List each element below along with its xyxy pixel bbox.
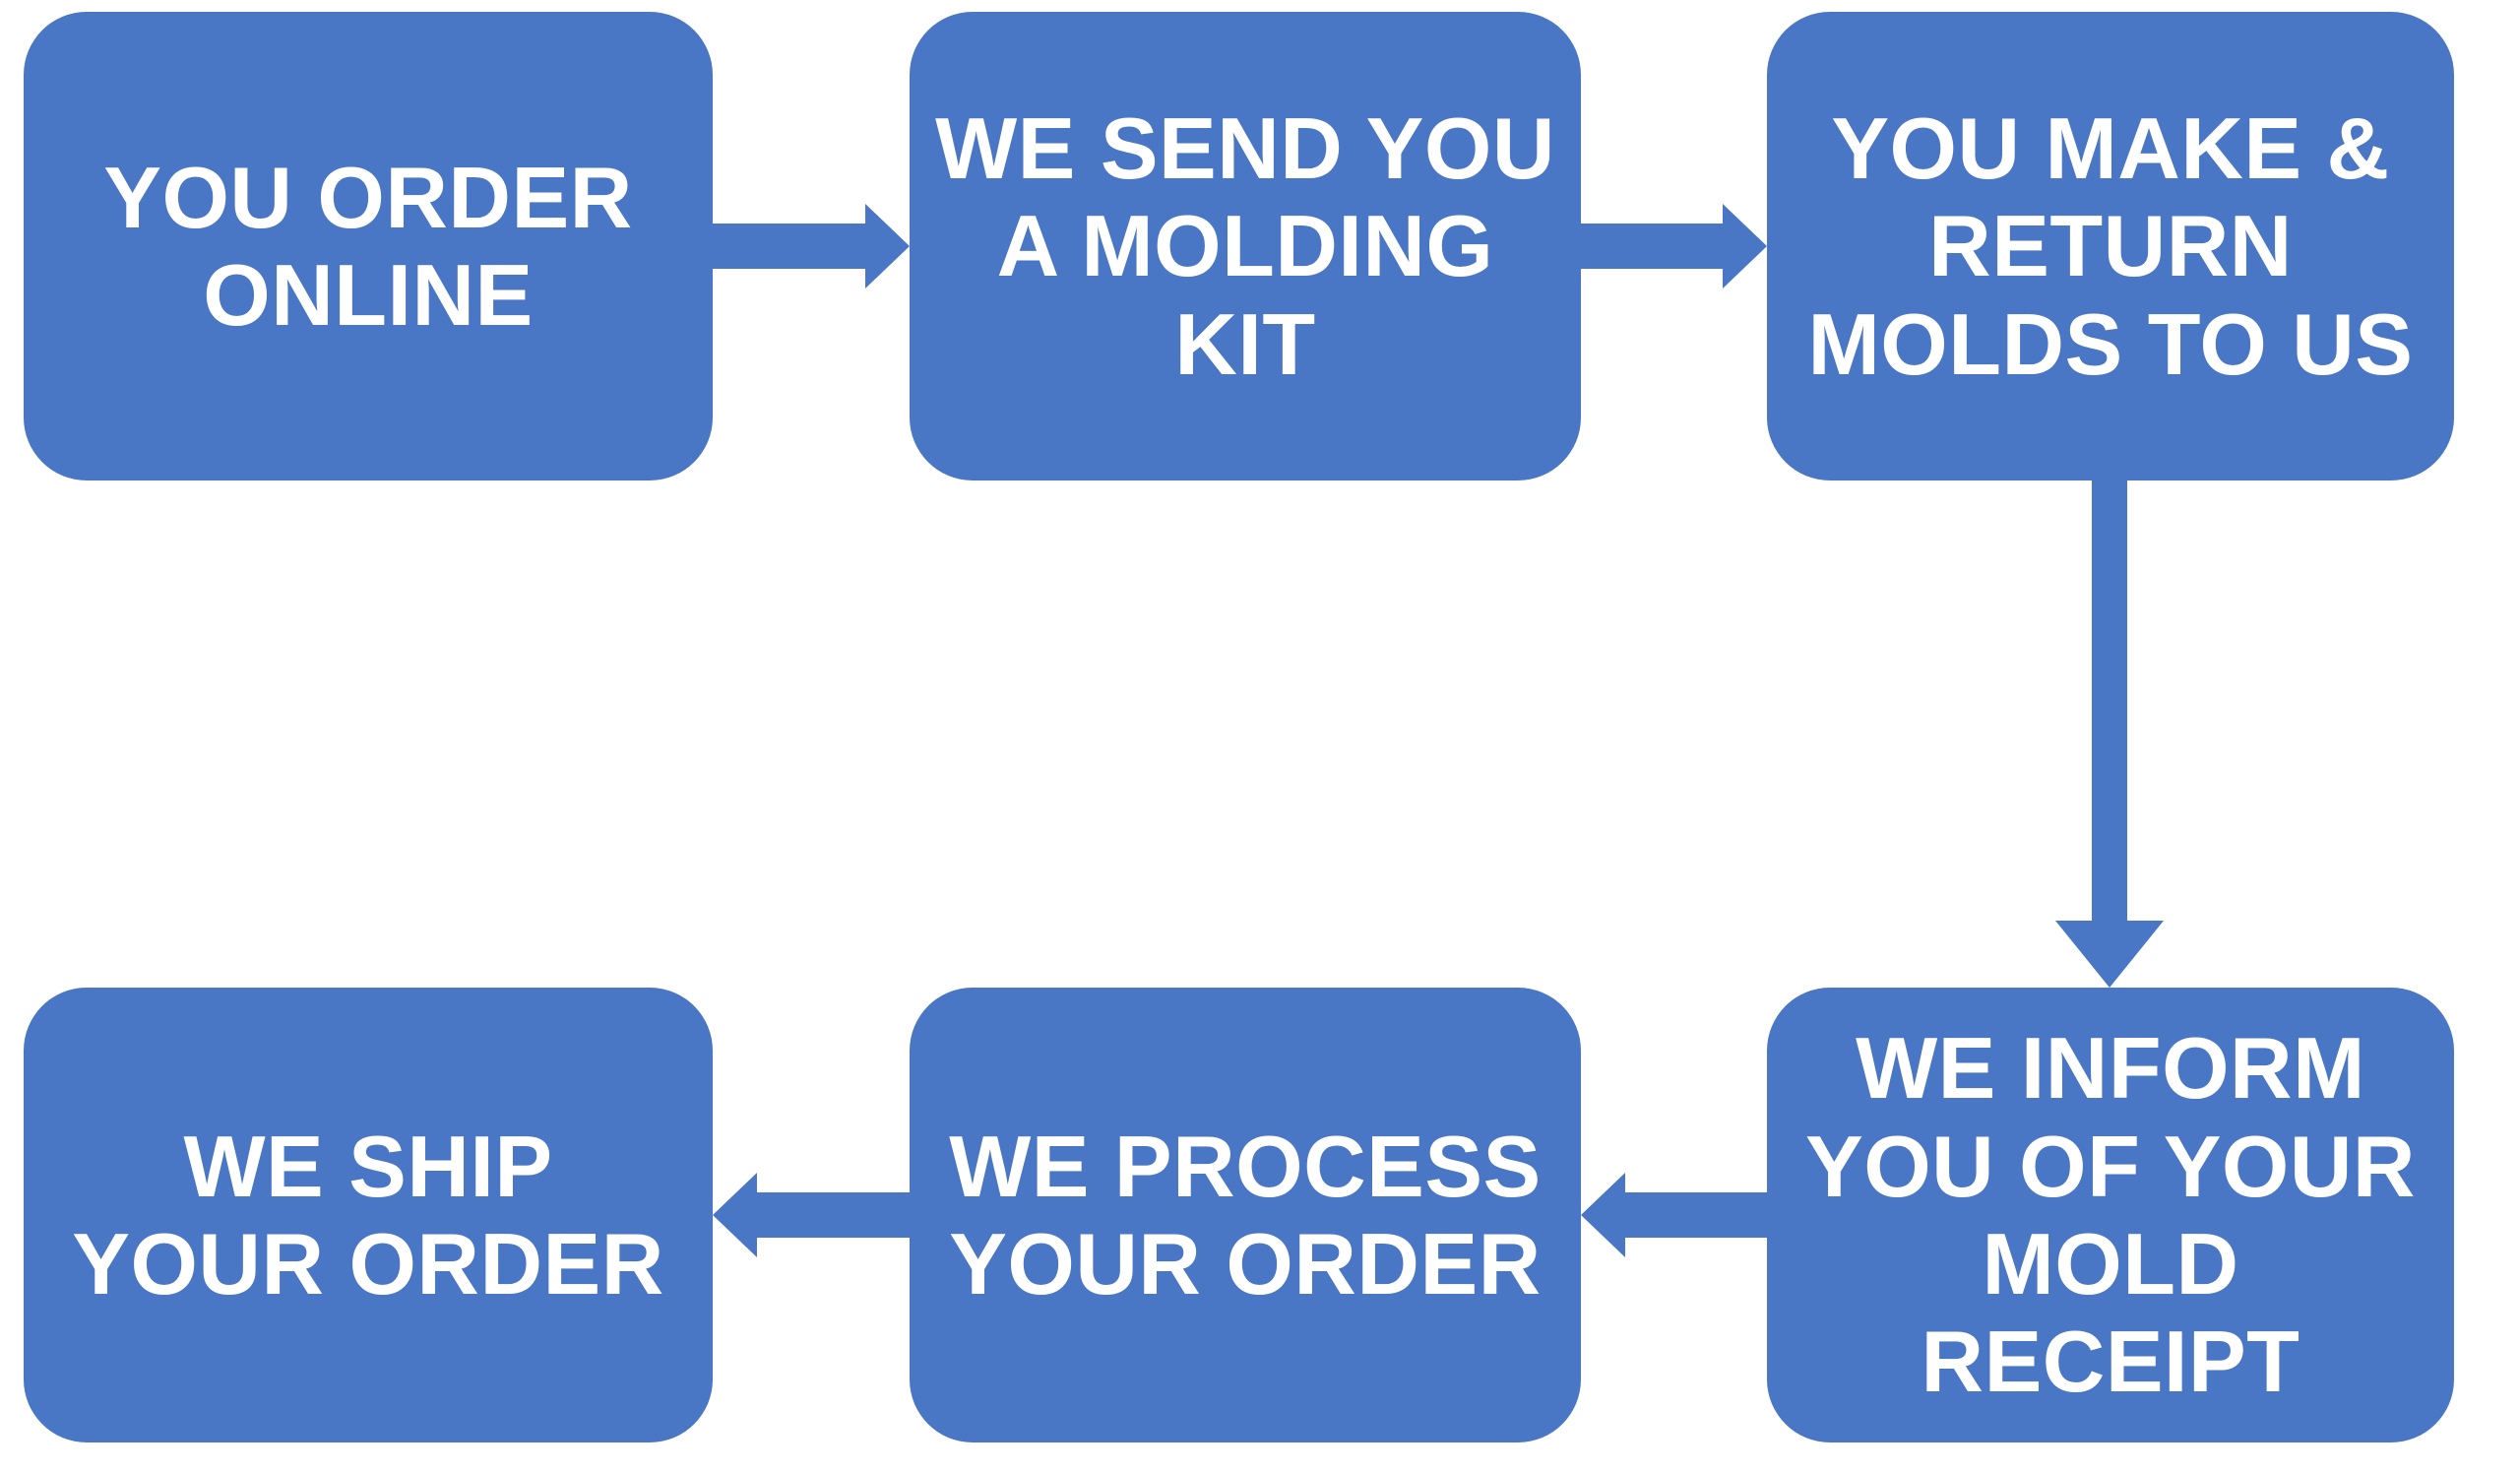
- flow-node-send-molding-kit-label: WE SEND YOU A MOLDING KIT: [935, 98, 1555, 393]
- arrow-process-to-ship: [713, 1173, 910, 1257]
- arrow-kit-to-molds: [1581, 204, 1767, 288]
- flow-node-process-order-label: WE PROCESS YOUR ORDER: [949, 1117, 1542, 1313]
- flow-node-inform-mold-receipt-label: WE INFORM YOU OF YOUR MOLD RECEIPT: [1805, 1019, 2416, 1411]
- flow-node-ship-order: WE SHIP YOUR ORDER: [24, 988, 713, 1442]
- flow-node-order-online-label: YOU ORDER ONLINE: [103, 148, 633, 344]
- arrow-order-to-kit: [713, 204, 910, 288]
- flow-node-make-return-molds-label: YOU MAKE & RETURN MOLDS TO US: [1807, 98, 2414, 393]
- flow-node-ship-order-label: WE SHIP YOUR ORDER: [72, 1117, 664, 1313]
- flow-node-send-molding-kit: WE SEND YOU A MOLDING KIT: [910, 12, 1581, 480]
- arrow-molds-to-inform: [2055, 480, 2164, 988]
- arrow-inform-to-process: [1581, 1173, 1767, 1257]
- flow-node-make-return-molds: YOU MAKE & RETURN MOLDS TO US: [1767, 12, 2454, 480]
- flow-node-process-order: WE PROCESS YOUR ORDER: [910, 988, 1581, 1442]
- flow-node-order-online: YOU ORDER ONLINE: [24, 12, 713, 480]
- flow-node-inform-mold-receipt: WE INFORM YOU OF YOUR MOLD RECEIPT: [1767, 988, 2454, 1442]
